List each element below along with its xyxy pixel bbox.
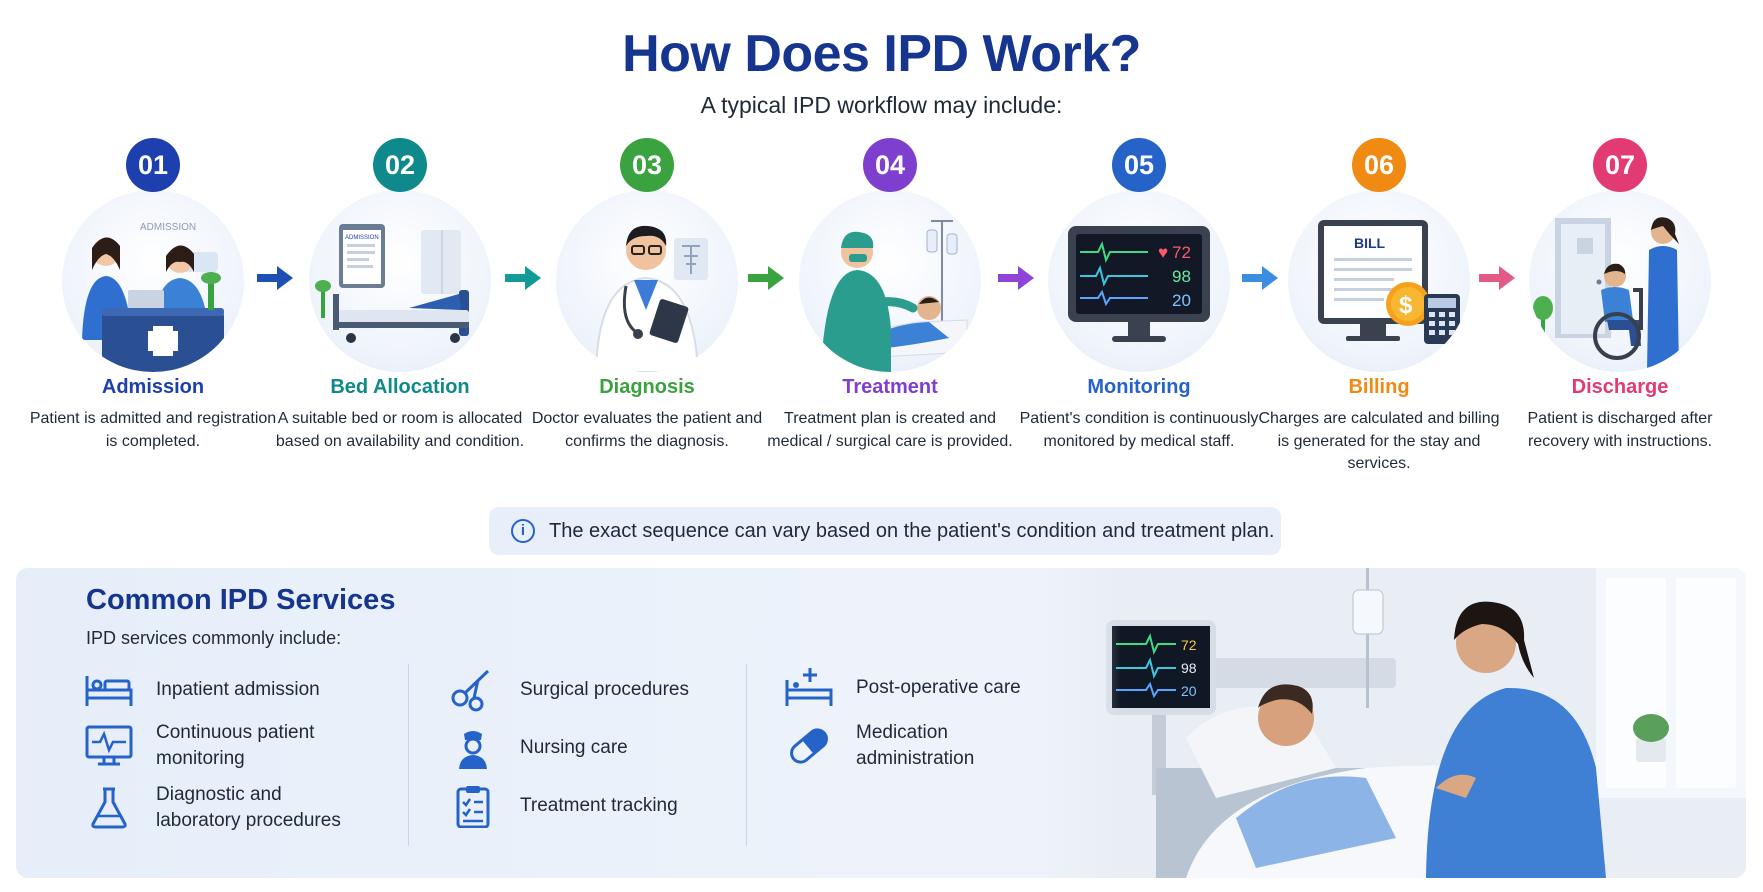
services-subtitle: IPD services commonly include:	[86, 628, 342, 648]
step-title: Billing	[1348, 376, 1410, 398]
medical-bed-icon	[784, 666, 834, 710]
service-label: Post-operative care	[856, 677, 1021, 698]
step-title: Diagnosis	[599, 376, 695, 398]
service-label: Treatment tracking	[520, 795, 678, 816]
service-item: Continuous patient monitoring	[84, 720, 336, 772]
step-description: Patient's condition is continuously moni…	[1019, 410, 1259, 450]
service-item: Nursing care	[448, 726, 740, 770]
flask-icon	[84, 786, 134, 830]
scissors-icon	[448, 668, 498, 712]
svg-text:♥: ♥	[1158, 243, 1168, 262]
step-number-badge: 04	[863, 138, 917, 192]
column-divider	[408, 664, 409, 846]
nurse-icon	[448, 726, 498, 770]
service-item: Diagnostic and laboratory procedures	[84, 782, 356, 834]
step-number-badge: 05	[1112, 138, 1166, 192]
vitals-monitor-icon: ♥ 72 98 20	[1048, 190, 1230, 372]
arrow-right-icon	[505, 266, 541, 290]
svg-text:20: 20	[1172, 291, 1191, 310]
service-item: Post-operative care	[784, 666, 1076, 710]
bed-icon	[84, 668, 134, 712]
svg-text:$: $	[1399, 292, 1413, 319]
hospital-bed-icon: ADMISSION	[309, 190, 491, 372]
service-label: Diagnostic and laboratory procedures	[156, 784, 341, 831]
patient-care-photo: 72 98 20	[1036, 568, 1746, 878]
service-item: Medication administration	[784, 720, 1006, 772]
column-divider	[746, 664, 747, 846]
svg-text:BILL: BILL	[1354, 235, 1386, 251]
page-subtitle: A typical IPD workflow may include:	[700, 92, 1063, 118]
treatment-icon	[799, 190, 981, 372]
arrow-right-icon	[257, 266, 293, 290]
step-title: Treatment	[842, 376, 938, 398]
step-description: Patient is admitted and registration is …	[29, 410, 277, 450]
step-description: A suitable bed or room is allocated base…	[275, 410, 525, 450]
svg-text:ADMISSION: ADMISSION	[345, 235, 379, 241]
bill-icon: BILL $	[1288, 190, 1470, 372]
step-title: Bed Allocation	[330, 376, 470, 398]
services-title: Common IPD Services	[86, 584, 396, 616]
admission-sign: ADMISSION	[140, 222, 196, 233]
step-description: Charges are calculated and billing is ge…	[1258, 410, 1500, 472]
step-title: Admission	[101, 376, 205, 398]
arrow-right-icon	[748, 266, 784, 290]
monitor-icon	[84, 724, 134, 768]
step-number-badge: 01	[126, 138, 180, 192]
wheelchair-icon	[1529, 190, 1711, 372]
info-note: i The exact sequence can vary based on t…	[489, 507, 1281, 555]
step-title: Discharge	[1571, 376, 1669, 398]
arrow-right-icon	[998, 266, 1034, 290]
admission-desk-icon: ADMISSION	[62, 190, 244, 372]
service-item: Treatment tracking	[448, 784, 740, 828]
service-label: Nursing care	[520, 737, 628, 758]
service-label: Continuous patient monitoring	[156, 722, 315, 769]
page-title: How Does IPD Work?	[622, 25, 1141, 83]
svg-text:72: 72	[1172, 243, 1191, 262]
step-description: Patient is discharged after recovery wit…	[1527, 410, 1713, 450]
service-label: Inpatient admission	[156, 679, 320, 700]
capsule-icon	[784, 724, 834, 768]
step-title: Monitoring	[1087, 376, 1191, 398]
step-description: Doctor evaluates the patient and confirm…	[531, 410, 763, 450]
service-label: Medication administration	[856, 722, 975, 769]
arrow-right-icon	[1242, 266, 1278, 290]
step-number-badge: 07	[1593, 138, 1647, 192]
service-item: Inpatient admission	[84, 668, 376, 712]
services-panel: Common IPD Services IPD services commonl…	[16, 568, 1746, 878]
workflow-steps: 01 ADMISSION Admission Patient is admitt…	[0, 138, 1763, 483]
info-note-text: The exact sequence can vary based on the…	[549, 519, 1275, 542]
step-number-badge: 02	[373, 138, 427, 192]
info-icon: i	[511, 519, 535, 543]
svg-text:98: 98	[1172, 267, 1191, 286]
service-label: Surgical procedures	[520, 679, 689, 700]
doctor-icon	[556, 190, 738, 372]
step-number-badge: 03	[620, 138, 674, 192]
step-number-badge: 06	[1352, 138, 1406, 192]
service-item: Surgical procedures	[448, 668, 740, 712]
arrow-right-icon	[1479, 266, 1515, 290]
clipboard-icon	[448, 784, 498, 828]
step-description: Treatment plan is created and medical / …	[767, 410, 1013, 450]
